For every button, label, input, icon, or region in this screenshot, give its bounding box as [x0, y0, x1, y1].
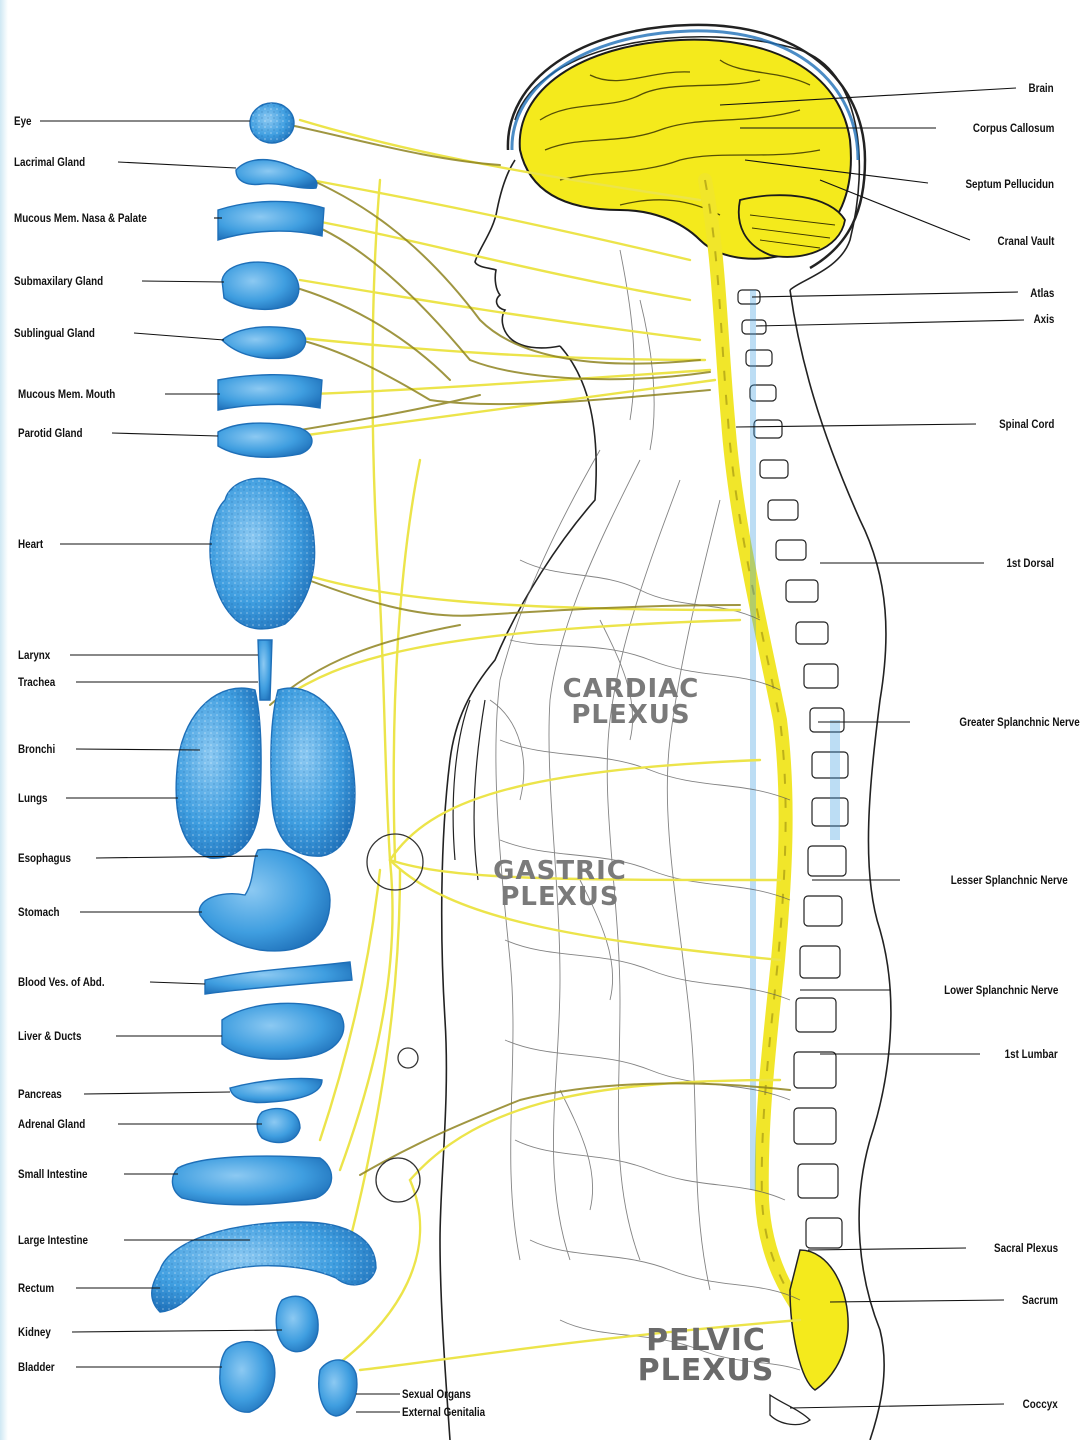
label-lungs: Lungs — [18, 791, 48, 805]
label-stomach: Stomach — [18, 905, 60, 919]
label-pancreas: Pancreas — [18, 1087, 62, 1101]
parotid-organ — [218, 423, 312, 457]
label-axis: Axis — [1033, 312, 1054, 326]
label-coccyx: Coccyx — [1023, 1397, 1058, 1411]
trachea-organ — [258, 640, 272, 700]
label-first-lumbar: 1st Lumbar — [1005, 1047, 1058, 1061]
label-cranial-vault: Cranal Vault — [997, 234, 1054, 248]
label-bronchi: Bronchi — [18, 742, 55, 756]
label-external-genitalia: External Genitalia — [402, 1405, 485, 1419]
label-trachea: Trachea — [18, 675, 55, 689]
pelvic-plexus-line2: PLEXUS — [636, 1356, 776, 1386]
label-blood-vessels: Blood Ves. of Abd. — [18, 975, 105, 989]
ganglia — [367, 834, 423, 1202]
label-greater-splanchnic: Greater Splanchnic Nerve — [960, 715, 1080, 729]
submaxillary-organ — [222, 262, 299, 309]
label-parotid-gland: Parotid Gland — [18, 426, 83, 440]
label-mucous-mouth: Mucous Mem. Mouth — [18, 387, 115, 401]
label-septum-pellucidum: Septum Pellucidun — [965, 177, 1054, 191]
cardiac-plexus-label: CARDIAC PLEXUS — [556, 676, 706, 728]
label-large-intestine: Large Intestine — [18, 1233, 88, 1247]
label-atlas: Atlas — [1030, 286, 1054, 300]
gastric-plexus-line1: GASTRIC — [490, 858, 630, 884]
label-small-intestine: Small Intestine — [18, 1167, 87, 1181]
label-eye: Eye — [14, 114, 32, 128]
blood-vessel-organ — [205, 962, 352, 994]
label-liver-ducts: Liver & Ducts — [18, 1029, 81, 1043]
kidney-organ — [276, 1296, 318, 1351]
label-lacrimal-gland: Lacrimal Gland — [14, 155, 85, 169]
label-esophagus: Esophagus — [18, 851, 71, 865]
label-submaxillary-gland: Submaxilary Gland — [14, 274, 103, 288]
label-rectum: Rectum — [18, 1281, 54, 1295]
label-brain: Brain — [1029, 81, 1054, 95]
label-sublingual-gland: Sublingual Gland — [14, 326, 95, 340]
mouth-mucosa-organ — [218, 375, 322, 410]
liver-organ — [222, 1003, 344, 1059]
pelvic-plexus-label: PELVIC PLEXUS — [636, 1326, 776, 1386]
coccyx-shape — [770, 1395, 810, 1425]
label-first-dorsal: 1st Dorsal — [1006, 556, 1054, 570]
label-mucous-nasal: Mucous Mem. Nasa & Palate — [14, 211, 147, 225]
pelvic-plexus-line1: PELVIC — [636, 1326, 776, 1356]
sublingual-organ — [222, 327, 306, 359]
cardiac-plexus-line2: PLEXUS — [556, 702, 706, 728]
bladder-organ — [220, 1342, 275, 1413]
label-sacrum: Sacrum — [1022, 1293, 1058, 1307]
label-bladder: Bladder — [18, 1360, 55, 1374]
label-larynx: Larynx — [18, 648, 50, 662]
pancreas-organ — [230, 1078, 322, 1102]
cardiac-plexus-line1: CARDIAC — [556, 676, 706, 702]
label-lesser-splanchnic: Lesser Splanchnic Nerve — [951, 873, 1068, 887]
label-spinal-cord: Spinal Cord — [999, 417, 1054, 431]
adrenal-organ — [257, 1109, 300, 1143]
small-intestine-organ — [172, 1156, 331, 1205]
label-sacral-plexus: Sacral Plexus — [994, 1241, 1058, 1255]
label-kidney: Kidney — [18, 1325, 51, 1339]
label-corpus-callosum: Corpus Callosum — [973, 121, 1054, 135]
stomach-organ — [199, 849, 330, 951]
gastric-plexus-label: GASTRIC PLEXUS — [490, 858, 630, 910]
label-heart: Heart — [18, 537, 43, 551]
label-sexual-organs: Sexual Organs — [402, 1387, 471, 1401]
label-adrenal-gland: Adrenal Gland — [18, 1117, 85, 1131]
gastric-plexus-line2: PLEXUS — [490, 884, 630, 910]
genital-organ — [319, 1360, 357, 1416]
label-lower-splanchnic: Lower Splanchnic Nerve — [944, 983, 1058, 997]
nasal-mucosa-organ — [218, 201, 324, 240]
lacrimal-organ — [236, 160, 317, 189]
